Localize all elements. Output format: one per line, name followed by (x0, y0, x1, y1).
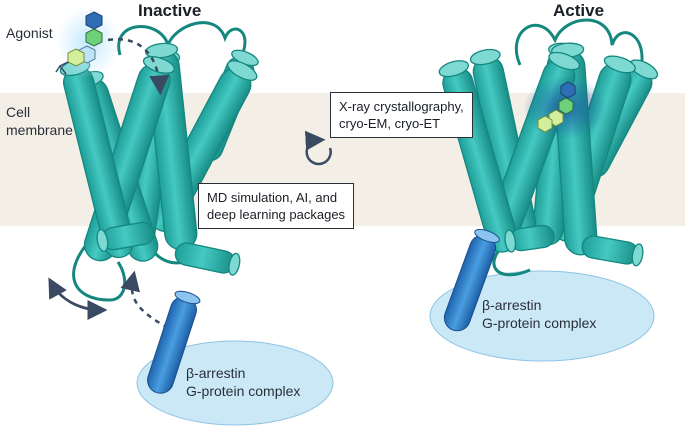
complex-left-ellipse (136, 340, 334, 426)
agonist-binding-arrow (107, 37, 170, 96)
effector-approach-arrow (120, 270, 169, 330)
effector-helix-left (147, 290, 201, 394)
structural-methods-box: X-ray crystallography, cryo-EM, cryo-ET (330, 92, 473, 138)
effector-helix-right (443, 229, 500, 332)
title-inactive: Inactive (138, 1, 202, 20)
cycle-arrow-icon (304, 130, 332, 166)
agonist-label: Agonist (6, 25, 53, 41)
title-active: Active (553, 1, 605, 20)
bound-agonist-molecule (523, 76, 607, 140)
complex-right-label: β-arrestin G-protein complex (482, 297, 597, 331)
agonist-molecule (55, 6, 120, 78)
computational-methods-box: MD simulation, AI, and deep learning pac… (198, 183, 355, 229)
curved-double-arrow-icon (48, 277, 108, 320)
cell-membrane-label: Cell membrane (6, 104, 73, 138)
complex-right-ellipse (429, 270, 655, 362)
complex-left-label: β-arrestin G-protein complex (186, 365, 301, 399)
receptor-inactive (59, 21, 259, 302)
